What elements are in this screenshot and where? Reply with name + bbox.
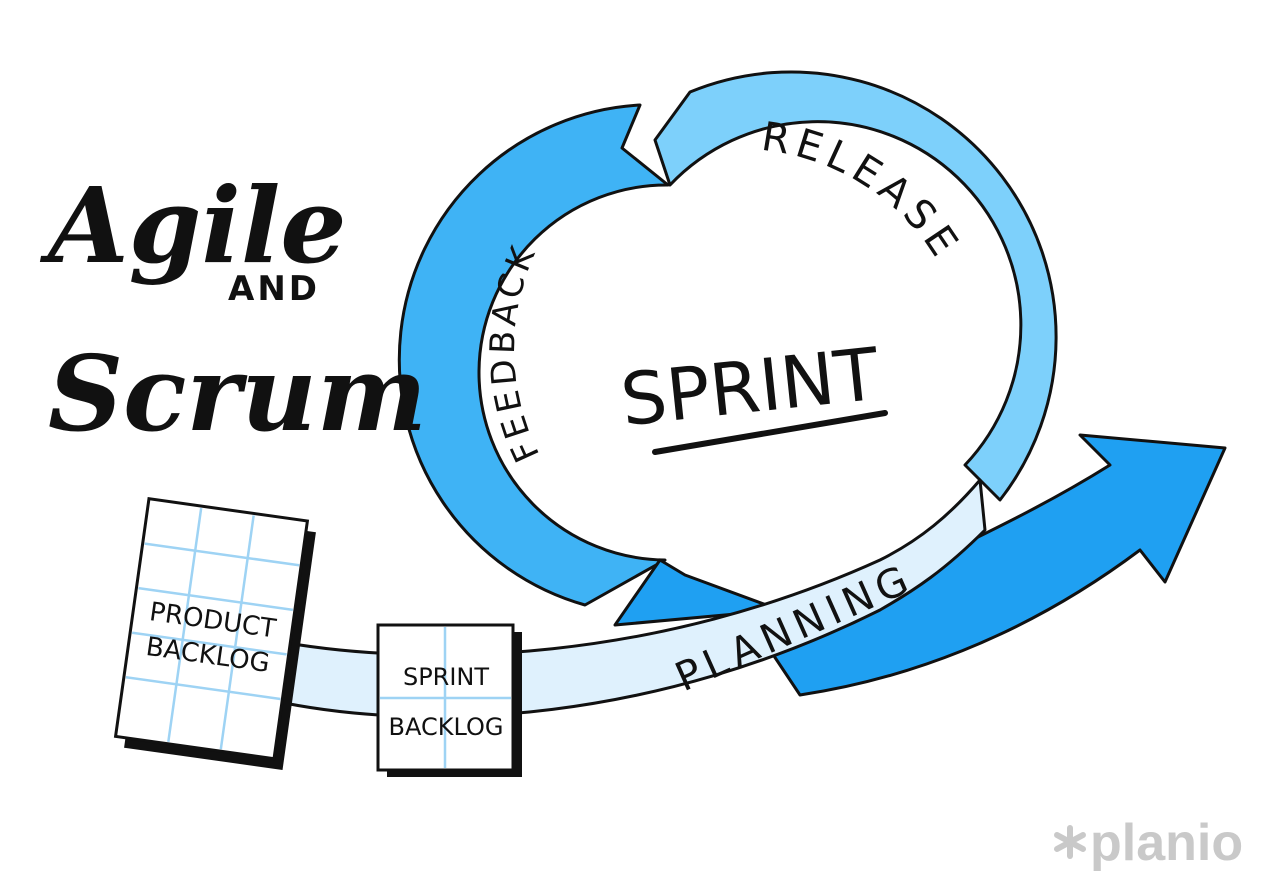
brand-name: planio <box>1090 814 1243 872</box>
title-scrum: Scrum <box>48 332 427 455</box>
product-backlog-card: PRODUCT BACKLOG <box>113 497 316 770</box>
sprint-center-label: SPRINT <box>617 332 884 443</box>
sprint-backlog-card: SPRINT BACKLOG <box>376 623 522 777</box>
sprint-underline <box>652 410 888 455</box>
sprint-backlog-line1: SPRINT <box>403 663 489 691</box>
brand-logo: planio <box>1054 814 1243 872</box>
feedback-ring-segment <box>397 103 670 607</box>
release-ring-segment <box>653 70 1058 502</box>
sprint-backlog-line2: BACKLOG <box>389 713 504 741</box>
title-agile: Agile <box>39 164 347 287</box>
asterisk-icon <box>1054 825 1086 859</box>
title-and: AND <box>228 269 320 309</box>
